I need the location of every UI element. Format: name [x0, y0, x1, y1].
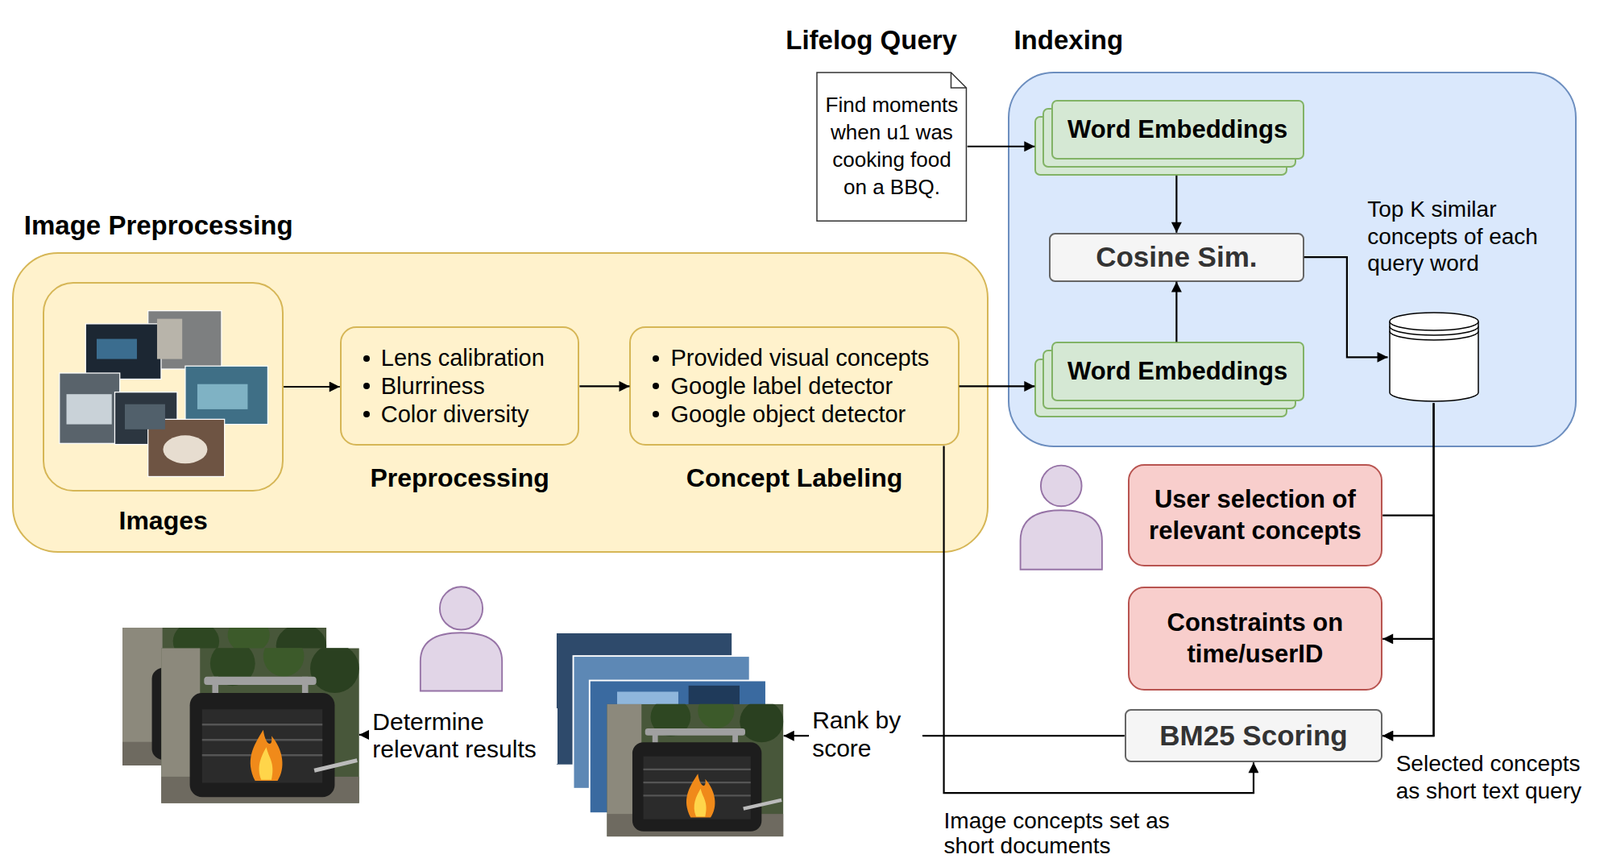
document-fold — [951, 72, 967, 88]
bullet-item: Lens calibration — [363, 344, 571, 373]
connector — [959, 385, 1036, 387]
box-label: BM25 Scoring — [1159, 717, 1348, 754]
database-cylinder — [1388, 310, 1480, 403]
caption: Concept Labeling — [630, 463, 958, 494]
edge-label: Image concepts set as short documents — [944, 808, 1190, 859]
connector — [1382, 402, 1434, 736]
list-text: Google label detector — [670, 372, 893, 401]
bullet-dot — [363, 382, 370, 390]
ranked-image-stack — [555, 632, 784, 837]
process-box: Provided visual conceptsGoogle label det… — [629, 326, 959, 446]
cylinder-body — [1389, 321, 1479, 402]
result-image-stack — [122, 627, 360, 804]
box-label: Word Embeddings — [1067, 115, 1288, 145]
process-box: Cosine Sim. — [1048, 232, 1305, 282]
bullet-item: Google label detector — [652, 372, 950, 401]
section-heading: Image Preprocessing — [24, 210, 294, 241]
bullet-item: Google object detector — [652, 400, 950, 429]
grill-photo — [161, 635, 360, 804]
edge-label: Selected concepts as short text query — [1396, 750, 1596, 805]
box-label: User selection of relevant concepts — [1140, 484, 1371, 548]
bullet-item: Blurriness — [363, 372, 571, 401]
bullet-item: Provided visual concepts — [652, 344, 950, 373]
bullet-dot — [363, 355, 370, 362]
box-label: Constraints on time/userID — [1140, 607, 1371, 671]
connector — [283, 385, 340, 388]
user-input-box: User selection of relevant concepts — [1127, 464, 1384, 567]
section-heading: Lifelog Query — [785, 24, 958, 56]
bullet-dot — [652, 355, 660, 362]
image-collage-box: Images — [42, 281, 284, 493]
cylinder-shape — [1388, 310, 1480, 403]
embedding-card: Word Embeddings — [1051, 99, 1305, 159]
result-images — [122, 627, 360, 804]
embedding-stack: Word Embeddings — [1034, 341, 1304, 418]
connector — [1382, 402, 1434, 639]
person-icon — [1020, 465, 1103, 570]
connector — [944, 445, 1254, 793]
edge-label: Determine relevant results — [368, 708, 557, 764]
connector — [1175, 175, 1178, 233]
query-document: Lifelog QueryFind moments when u1 was co… — [816, 71, 967, 222]
grill-photo — [607, 693, 784, 838]
document-shape — [816, 72, 966, 221]
box-label: Word Embeddings — [1067, 356, 1288, 386]
bullet-dot — [363, 410, 370, 418]
embedding-stack: Word Embeddings — [1034, 99, 1304, 176]
embedding-card: Word Embeddings — [1051, 341, 1305, 401]
section-heading: Indexing — [1013, 24, 1124, 56]
connector — [967, 145, 1036, 148]
edge-label: Rank by score — [808, 706, 923, 763]
caption: Preprocessing — [341, 463, 579, 494]
person-icon — [420, 586, 502, 691]
photo-detail — [66, 318, 249, 464]
preprocessing-panel: Image Preprocessing ImagesLens calibrati… — [12, 252, 989, 554]
process-box: BM25 Scoring — [1124, 708, 1383, 763]
list-text: Color diversity — [381, 400, 530, 429]
process-box: Lens calibrationBlurrinessColor diversit… — [339, 326, 581, 446]
list-text: Provided visual concepts — [670, 344, 929, 373]
bullet-item: Color diversity — [363, 400, 571, 429]
list-text: Blurriness — [381, 372, 485, 401]
list-text: Google object detector — [670, 400, 906, 429]
user-input-box: Constraints on time/userID — [1127, 586, 1384, 691]
cylinder-ring — [1389, 326, 1479, 336]
cylinder-top — [1389, 312, 1479, 331]
image-collage — [44, 283, 282, 491]
cylinder-ring — [1389, 331, 1479, 340]
indexing-panel: IndexingWord EmbeddingsCosine Sim.Word E… — [1007, 71, 1576, 448]
ranked-images — [555, 632, 784, 837]
connector — [1382, 515, 1434, 737]
caption: Images — [44, 505, 282, 536]
list-text: Lens calibration — [381, 344, 545, 373]
box-label: Cosine Sim. — [1095, 239, 1257, 275]
bullet-dot — [652, 410, 660, 418]
connector — [579, 385, 630, 387]
bullet-dot — [652, 382, 660, 390]
photo — [59, 310, 269, 477]
connector — [1175, 281, 1178, 343]
edge-label: Top K similar concepts of each query wor… — [1367, 195, 1562, 278]
query-text: Find moments when u1 was cooking food on… — [822, 91, 961, 201]
